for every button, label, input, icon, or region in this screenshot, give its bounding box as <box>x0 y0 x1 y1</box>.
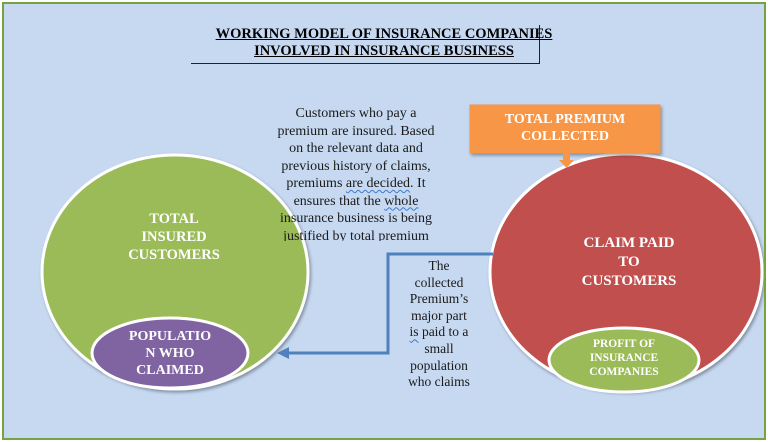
title-line-1: WORKING MODEL OF INSURANCE COMPANIES <box>215 26 553 42</box>
flow-arrow <box>288 252 493 355</box>
label-line: CLAIMED <box>136 363 204 378</box>
label-line: INSURANCE <box>589 352 659 364</box>
flow-fragment: paid to a <box>418 324 469 340</box>
profit-label: PROFIT OF INSURANCE COMPANIES <box>564 337 684 379</box>
population-who-claimed-circle <box>90 316 250 390</box>
flow-line: collected <box>414 274 464 290</box>
description-text: Customers who pay a premium are insured.… <box>256 105 456 241</box>
flow-line: The <box>428 258 450 273</box>
total-premium-box <box>469 104 661 154</box>
population-who-claimed-label: POPULATIO N WHO CLAIMED <box>112 328 228 379</box>
title-frame <box>191 25 540 64</box>
description-line: ensures that the whole <box>256 193 456 211</box>
premium-line-1: TOTAL PREMIUM <box>504 112 626 127</box>
flow-line: population <box>410 357 468 373</box>
label-line: COMPANIES <box>589 366 659 378</box>
label-line: POPULATIO <box>128 329 212 344</box>
description-line: on the relevant data and <box>289 141 423 156</box>
description-line: premiums are decided. It <box>256 175 456 193</box>
description-line: premium are insured. Based <box>277 123 435 139</box>
grammar-flag: is <box>409 324 419 340</box>
flow-line: major part <box>411 307 467 323</box>
label-line: INSURED <box>141 229 207 245</box>
flow-line: is paid to a <box>392 324 486 341</box>
description-fragment: premiums <box>286 176 346 191</box>
diagram-shapes <box>40 104 764 394</box>
premium-box-label: TOTAL PREMIUM COLLECTED <box>470 111 660 145</box>
description-line: Customers who pay a <box>295 106 417 121</box>
description-fragment: ensures that the <box>293 193 385 209</box>
total-insured-customers-label: TOTAL INSURED CUSTOMERS <box>104 210 244 264</box>
grammar-flag: are decided <box>345 176 411 191</box>
grammar-flag: whole <box>384 193 419 209</box>
label-line: CLAIM PAID <box>583 235 675 251</box>
label-line: TO <box>618 254 640 270</box>
label-line: CUSTOMERS <box>581 273 677 289</box>
label-line: CUSTOMERS <box>128 247 220 263</box>
label-line: N WHO <box>145 346 195 361</box>
claim-paid-label: CLAIM PAID TO CUSTOMERS <box>554 234 704 291</box>
flow-description-text: The collected Premium’s major part is pa… <box>392 258 486 391</box>
description-line: previous history of claims, <box>281 158 431 174</box>
description-line: insurance business is being <box>279 211 433 226</box>
label-line: PROFIT OF <box>592 338 656 350</box>
description-fragment: . It <box>410 176 426 191</box>
diagram-title: WORKING MODEL OF INSURANCE COMPANIES INV… <box>134 26 634 60</box>
flow-line: who claims <box>408 374 470 390</box>
description-line: justified by total premium <box>283 228 429 242</box>
flow-arrow-head <box>277 347 289 359</box>
title-line-2: INVOLVED IN INSURANCE BUSINESS <box>254 43 514 59</box>
premium-down-arrow <box>559 153 574 168</box>
flow-line: Premium’s <box>409 291 469 307</box>
premium-line-2: COLLECTED <box>521 129 609 144</box>
flow-line: small <box>424 340 454 356</box>
profit-circle <box>547 326 701 394</box>
label-line: TOTAL <box>149 211 199 227</box>
